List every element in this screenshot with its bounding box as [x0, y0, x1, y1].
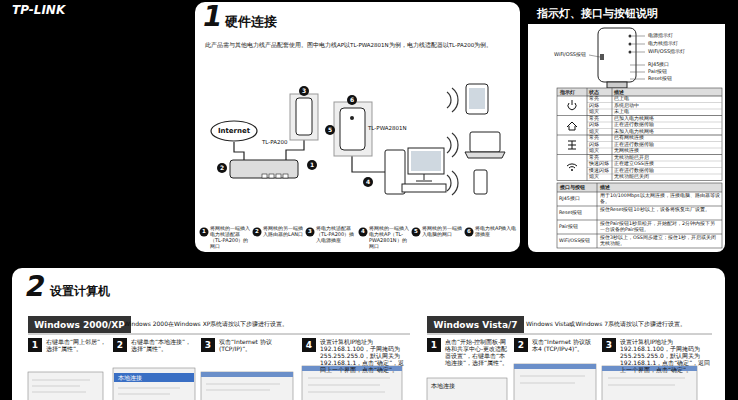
label: 熄灭 — [589, 129, 599, 135]
label: 电源指示灯 — [648, 33, 673, 39]
panel: 1硬件连接此产品需与其他电力线产品配套使用。图中电力线AP以TL-PWA2801… — [195, 2, 520, 252]
callout-number: 1 — [32, 341, 38, 350]
callout-number: 3 — [302, 88, 306, 94]
cloud-node: Internet — [210, 120, 258, 142]
callout-number: 4 — [306, 341, 312, 350]
label: 未上电 — [614, 109, 629, 115]
panel-heading: Internet — [218, 127, 250, 135]
label: 将电力线AP插入电源插座 — [475, 225, 517, 237]
callout-number: 1 — [202, 229, 206, 235]
label: 电力线指示灯 — [648, 41, 678, 47]
label: 已加入电力线网络 — [614, 116, 654, 122]
label: 已上电 — [614, 96, 629, 102]
panel-heading: 指示灯、接口与按钮说明 — [537, 7, 658, 20]
callout-number: 4 — [361, 229, 365, 235]
label: 正在进行数据传输 — [614, 142, 654, 148]
label: Pair按钮 — [648, 69, 667, 75]
label: 熄灭 — [589, 174, 599, 180]
label: 按住Reset按钮10秒以上，设备将恢复出厂设置。 — [600, 207, 720, 213]
label: 正在进行数据传输 — [614, 168, 654, 174]
label: 将电力线适配器（TL-PA200）插入电源插座 — [316, 225, 358, 243]
label: Reset按钮 — [559, 210, 597, 216]
label: WiFi/OSS按钮 — [554, 52, 586, 58]
label: 按住Pair按钮1秒后松开，开始配对，2分钟内按下另一台设备的Pair按钮。 — [600, 221, 720, 233]
label: 描述 — [600, 185, 610, 191]
label: 系统启动中 — [614, 103, 639, 109]
label: Windows 2000在Windows XP系统请按以下步骤进行设置。 — [124, 321, 288, 328]
label: TP-LINK — [12, 4, 65, 18]
callout-number: 6 — [350, 97, 354, 103]
label: 本地连接 — [118, 375, 142, 382]
label: 未加入电力线网络 — [614, 129, 654, 135]
label: 正在进行数据传输 — [614, 122, 654, 128]
label: 设置计算机IP地址为192.168.1.100，子网掩码为255.255.255… — [320, 338, 408, 373]
label: 本地连接 — [431, 383, 455, 390]
os-heading-bar: Windows 2000/XP — [28, 316, 131, 333]
label: 将网线的另一端插入电脑的网口 — [422, 225, 464, 237]
label: 快速闪烁 — [589, 161, 609, 167]
label: TL-PWA2801N — [368, 125, 407, 131]
callout-number: 2 — [117, 341, 123, 350]
label: 右键单击“网上邻居”，选择“属性”。 — [46, 338, 108, 352]
label: WiFi/OSS按钮 — [559, 238, 597, 244]
label: 点击“开始-控制面板-网络和共享中心-更改适配器设置”，右键单击“本地连接”，选… — [445, 338, 509, 366]
bar-title: Windows 2000/XP — [34, 320, 125, 330]
label: 无线功能已关闭 — [614, 174, 649, 180]
label: 双击“Internet 协议 (TCP/IP)”。 — [219, 338, 295, 352]
label: 正在建立OSS连接 — [614, 161, 654, 167]
label: 常亮 — [589, 135, 599, 141]
label: 接口与按钮 — [560, 185, 585, 191]
label: 熄灭 — [589, 109, 599, 115]
callout-number: 1 — [431, 341, 437, 350]
label: 双击“Internet 协议版本4 (TCP/IPv4)”。 — [532, 338, 596, 352]
callout-number: 1 — [310, 162, 314, 168]
label: 指示灯 — [560, 90, 575, 96]
callout-number: 4 — [366, 179, 370, 185]
label: 常亮 — [589, 96, 599, 102]
label: 闪烁 — [589, 103, 599, 109]
panel-heading: 设置计算机 — [50, 284, 110, 298]
label: 设置计算机IP地址为192.168.1.100，子网掩码为255.255.255… — [620, 338, 715, 373]
label: 常亮 — [589, 116, 599, 122]
os-heading-bar: Windows Vista/7 — [427, 316, 524, 333]
bar-title: Windows Vista/7 — [433, 320, 517, 330]
label: Windows Vista或Windows 7系统请按以下步骤进行设置。 — [526, 321, 686, 328]
panel-heading: 此产品需与其他电力线产品配套使用。图中电力线AP以TL-PWA2801N为例，电… — [205, 42, 510, 49]
label: 将网线的另一端插入路由器的LAN口 — [263, 225, 305, 237]
label: 无线功能已开启 — [614, 155, 649, 161]
callout-number: 3 — [205, 341, 211, 350]
callout-number: 2 — [220, 165, 224, 171]
label: 状态 — [589, 90, 599, 96]
label: Reset按钮 — [648, 76, 672, 82]
label: 常亮 — [589, 155, 599, 161]
label: TL-PA200 — [262, 139, 288, 145]
label: 闪烁 — [589, 122, 599, 128]
label: 无网线连接 — [614, 148, 639, 154]
label: 闪烁 — [589, 142, 599, 148]
label: 右键单击“本地连接”，选择“属性”。 — [131, 338, 195, 352]
panel-heading: 2 — [26, 270, 45, 304]
label: 已有网线连接 — [614, 135, 644, 141]
callout-number: 3 — [308, 229, 312, 235]
label: 熄灭 — [589, 148, 599, 154]
label: 按住3秒以上，OSS同步建立；按住1秒，开启或关闭无线功能。 — [600, 235, 720, 247]
label: RJ45接口 — [648, 62, 669, 68]
label: Pair按钮 — [559, 224, 597, 230]
callout-number: 5 — [328, 127, 332, 133]
callout-number: 5 — [414, 229, 418, 235]
label: 描述 — [614, 90, 624, 96]
label: 用于10/100Mbps以太网连接，连接电脑、路由器等设备。 — [600, 193, 720, 205]
callout-number: 6 — [467, 229, 471, 235]
label: WiFi/OSS指示灯 — [648, 49, 685, 55]
callout-number: 3 — [606, 341, 612, 350]
label: 将网线的一端插入电力线适配器（TL-PA200）的网口 — [210, 225, 252, 249]
panel-heading: 硬件连接 — [225, 14, 277, 30]
label: 将网线的一端插入电力线AP（TL-PWA2801N）的网口 — [369, 225, 411, 249]
callout-number: 2 — [518, 341, 524, 350]
label: RJ45接口 — [559, 196, 597, 202]
label: 慢速闪烁 — [589, 168, 609, 174]
callout-number: 2 — [255, 229, 259, 235]
panel-heading: 1 — [203, 0, 222, 34]
